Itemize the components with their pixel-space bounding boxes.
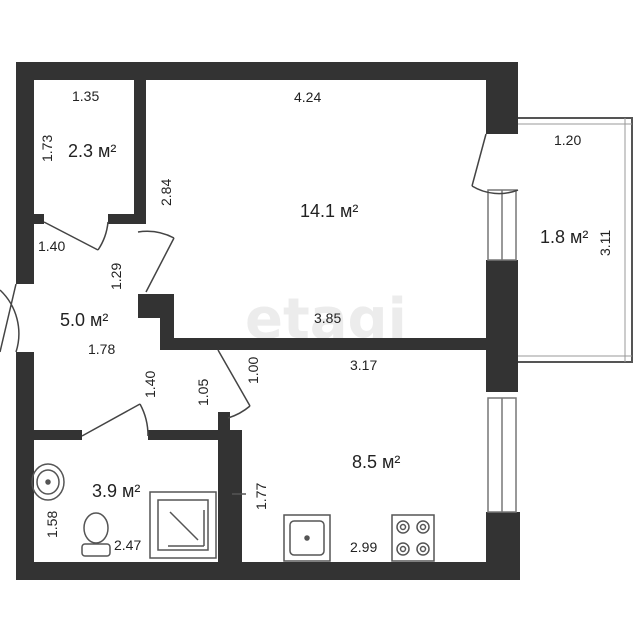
dim-kitchen-top: 3.17 (350, 357, 377, 373)
room-area-balcony: 1.8 м² (540, 227, 588, 247)
stove-fixture (391, 514, 435, 562)
dim-living-side: 2.84 (158, 179, 174, 206)
door-swings (0, 133, 519, 437)
dim-hall-top: 1.40 (38, 238, 65, 254)
dim-bath-height: 1.58 (44, 511, 60, 538)
shower-fixture (149, 491, 217, 559)
dim-hall-lower: 1.40 (142, 371, 158, 398)
dim-bath-width: 2.47 (114, 537, 141, 553)
dim-living-top: 4.24 (294, 89, 321, 105)
dim-kitchen-door: 1.00 (245, 357, 261, 384)
sink-fixture (31, 463, 65, 501)
windows (487, 189, 517, 513)
dim-hall-door: 1.05 (195, 379, 211, 406)
room-area-living: 14.1 м² (300, 201, 358, 221)
dim-balcony-height: 3.11 (597, 230, 613, 256)
dim-hall-width: 1.78 (88, 341, 115, 357)
walls (16, 62, 520, 580)
balcony-outline (518, 117, 633, 363)
dim-balcony-width: 1.20 (554, 132, 581, 148)
room-area-wardrobe: 2.3 м² (68, 141, 116, 161)
dim-kitchen-side: 1.77 (253, 483, 269, 510)
room-area-kitchen: 8.5 м² (352, 452, 400, 472)
dim-hall-side: 1.29 (108, 263, 124, 290)
room-area-bathroom: 3.9 м² (92, 481, 140, 501)
dim-wardrobe-height: 1.73 (39, 135, 55, 162)
room-area-hallway: 5.0 м² (60, 310, 108, 330)
toilet-fixture (81, 512, 111, 557)
dim-wardrobe-width: 1.35 (72, 88, 99, 104)
kitchen-sink-fixture (283, 514, 331, 562)
dim-kitchen-bottom: 2.99 (350, 539, 377, 555)
dim-living-bottom: 3.85 (314, 310, 341, 326)
